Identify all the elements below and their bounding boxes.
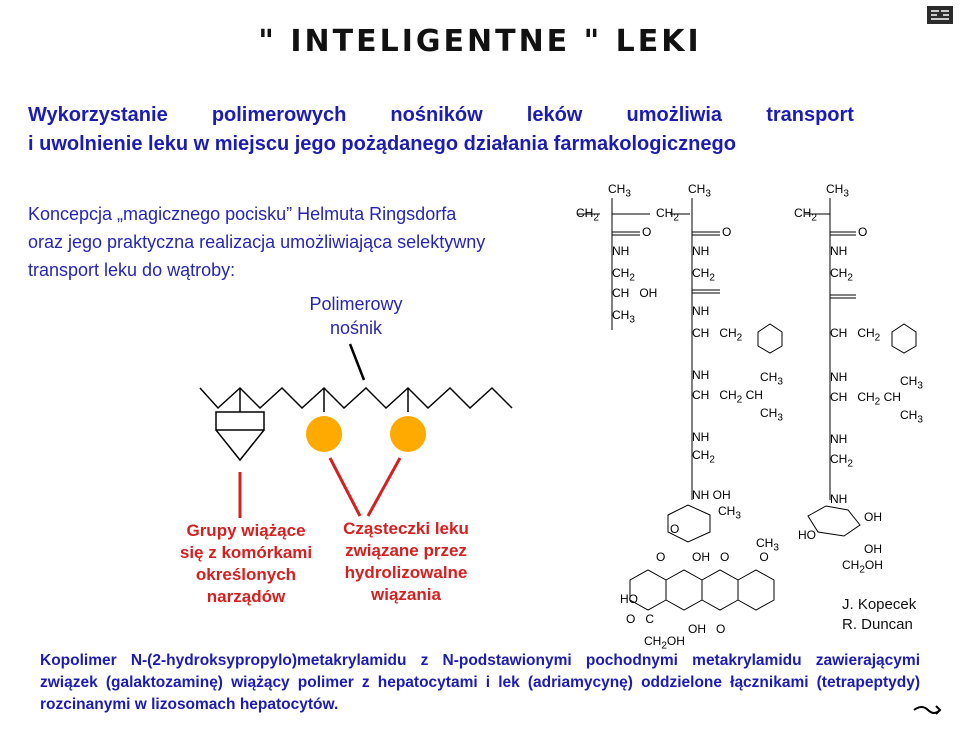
- author-2: R. Duncan: [842, 616, 913, 633]
- particles-label-line: wiązania: [371, 585, 441, 604]
- subtitle-word: Wykorzystanie: [28, 104, 168, 126]
- concept-line-3: transport leku do wątroby:: [28, 260, 236, 280]
- concept-line-1: Koncepcja „magicznego pocisku” Helmuta R…: [28, 204, 457, 224]
- groups-label-line: się z komórkami: [179, 543, 313, 562]
- subtitle-word: leków: [526, 104, 583, 126]
- chem-labels: CH3 CH3 CH3 CH2 CH2 CH2 O O O NH NH NH C…: [576, 182, 923, 652]
- chemical-structure: [560, 180, 940, 650]
- polymer-diagram: [190, 330, 570, 520]
- bottom-description: Kopolimer N-(2-hydroksypropylo)metakryla…: [40, 652, 920, 713]
- slide-title: " INTELIGENTNE " LEKI: [258, 24, 702, 59]
- subtitle-word: nośników: [390, 104, 483, 126]
- nav-grid-icon[interactable]: [925, 4, 955, 26]
- groups-label-line: Grupy wiążące: [186, 521, 306, 540]
- groups-label-line: określonych: [195, 565, 297, 584]
- subtitle-word: polimerowych: [211, 104, 347, 126]
- subtitle-word: transport: [766, 104, 854, 126]
- concept-line-2: oraz jego praktyczna realizacja umożliwi…: [28, 232, 486, 252]
- carrier-label-1: Polimerowy: [309, 294, 403, 314]
- author-1: J. Kopecek: [842, 596, 917, 613]
- groups-label: Grupy wiążące się z komórkami określonyc…: [166, 520, 326, 608]
- particles-label-line: związane przez: [345, 541, 467, 560]
- carrier-label-2: nośnik: [329, 318, 383, 338]
- return-arrow-icon[interactable]: [912, 702, 942, 718]
- particles-label-line: Cząsteczki leku: [343, 519, 469, 538]
- title-banner: [0, 18, 960, 80]
- particles-label-line: hydrolizowalne: [344, 563, 468, 582]
- subtitle-line-1: Wykorzystanie polimerowych nośników lekó…: [28, 104, 854, 127]
- groups-label-line: narządów: [206, 587, 286, 606]
- subtitle-line-2: i uwolnienie leku w miejscu jego pożądan…: [28, 133, 736, 155]
- particles-label: Cząsteczki leku związane przez hydrolizo…: [336, 518, 476, 606]
- subtitle-word: umożliwia: [626, 104, 723, 126]
